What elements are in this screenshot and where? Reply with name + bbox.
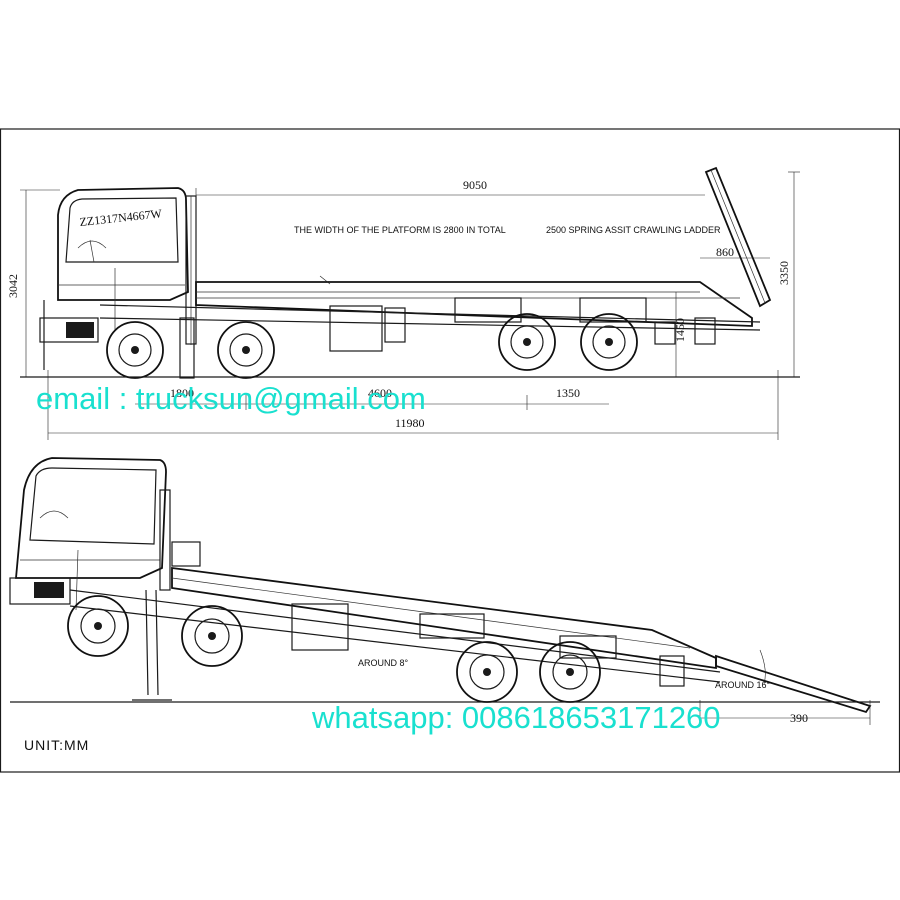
support-leg-tilted	[132, 589, 172, 701]
email-watermark: email : trucksun@gmail.com	[36, 381, 426, 416]
ladder-down	[715, 654, 872, 714]
wheel-tilted-rear-2	[539, 641, 601, 703]
unit-label: UNIT:MM	[24, 737, 89, 753]
dim-ladder-height: 3350	[777, 261, 791, 285]
cab-back-rack-tilted	[159, 489, 171, 591]
dim-platform-height: 1450	[673, 318, 687, 342]
dim-overall-length: 11980	[395, 416, 425, 430]
dim-rear-tandem: 1350	[556, 386, 580, 400]
platform-deck-tilted	[171, 566, 717, 670]
wheel-front-2	[217, 321, 275, 379]
ladder-note: 2500 SPRING ASSIT CRAWLING LADDER	[546, 225, 721, 235]
wheel-rear-2	[580, 313, 638, 371]
chassis-frame	[99, 304, 761, 331]
chassis-tilted	[69, 589, 721, 683]
wheel-tilted-front-1	[67, 595, 129, 657]
cab-step	[39, 317, 99, 343]
toolbox-2	[579, 297, 647, 323]
wheel-tilted-front-2	[181, 605, 243, 667]
dim-wheelbase-mid: 4600	[368, 386, 392, 400]
rear-guard-tilted	[659, 655, 685, 687]
toolbox-tilted-2	[559, 635, 617, 659]
dim-wheelbase-front: 1800	[170, 386, 194, 400]
cab-door	[58, 268, 185, 330]
side-view-flat	[20, 166, 800, 440]
angle-platform: AROUND 8°	[358, 658, 409, 668]
fuel-tank	[329, 305, 383, 352]
ladder-raised	[704, 166, 772, 308]
battery-box	[384, 307, 406, 343]
cab-door-tilted	[20, 549, 160, 611]
side-view-tilted	[9, 457, 880, 725]
dimension-lines-bottom	[699, 649, 871, 725]
front-support-leg	[179, 317, 195, 379]
platform-width-note: THE WIDTH OF THE PLATFORM IS 2800 IN TOT…	[294, 225, 506, 235]
fuel-tank-tilted	[291, 603, 349, 651]
cab-step-tilted	[9, 577, 71, 605]
rear-light	[654, 321, 676, 345]
steering-wheel	[77, 239, 107, 263]
whatsapp-watermark: whatsapp: 008618653171260	[311, 700, 721, 735]
wheel-front-1	[106, 321, 164, 379]
ladder-raised-center	[710, 169, 766, 304]
steering-tilted	[39, 510, 69, 519]
dim-ladder-offset: 860	[716, 245, 734, 259]
wheel-tilted-rear-1	[456, 641, 518, 703]
cab-window	[65, 197, 179, 263]
dim-bottom: 390	[790, 711, 808, 725]
cab-window-tilted	[29, 467, 157, 545]
cab-outline-tilted	[15, 457, 167, 579]
cab-bumper-tilted	[34, 582, 64, 598]
rear-guard	[694, 317, 716, 345]
wheel-rear-1	[498, 313, 556, 371]
toolbox-tilted-1	[419, 613, 485, 639]
dimension-lines-top	[20, 171, 800, 440]
toolbox-1	[454, 297, 522, 323]
angle-ladder: AROUND 16°	[715, 680, 771, 690]
cab-bumper	[66, 322, 94, 338]
winch	[171, 541, 201, 567]
cab-outline	[57, 187, 189, 301]
model-label: ZZ1317N4667W	[79, 206, 163, 229]
dim-height: 3042	[6, 274, 20, 298]
dim-platform-length: 9050	[463, 178, 487, 192]
